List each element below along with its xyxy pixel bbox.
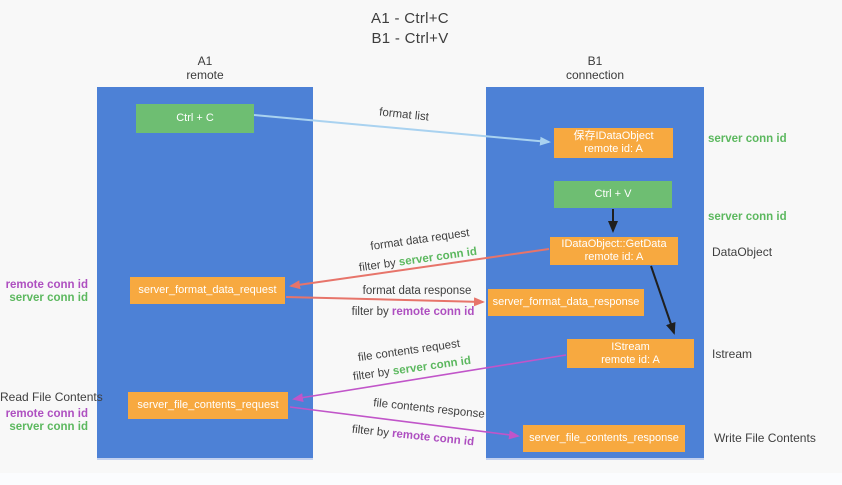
label-format-data-response: format data response: [362, 285, 472, 297]
node-istream-title: IStream: [611, 340, 650, 353]
remote-conn-id-text: remote conn id: [391, 306, 475, 318]
lane-a-name: remote: [186, 68, 224, 82]
lane-b-name: connection: [565, 68, 625, 82]
label-file-contents-response: file contents response: [372, 397, 486, 421]
label-filter-by-remote-conn-id-1: filter by remote conn id: [352, 306, 475, 318]
server-conn-id-text: server conn id: [398, 245, 478, 269]
filter-by-text: filter by: [352, 365, 394, 384]
node-server-format-data-response: server_format_data_response: [488, 289, 644, 316]
title-line-ctrl-v: B1 - Ctrl+V: [371, 30, 449, 47]
right-label-write-file-contents: Write File Contents: [714, 431, 816, 445]
node-save-idataobject: 保存IDataObject remote id: A: [554, 128, 673, 158]
left-label-server-conn-id-2: server conn id: [9, 421, 88, 433]
node-file-request-label: server_file_contents_request: [137, 399, 279, 411]
server-conn-id-text: server conn id: [392, 354, 472, 378]
node-server-file-contents-request: server_file_contents_request: [128, 392, 288, 419]
node-save-idataobject-title: 保存IDataObject: [573, 130, 654, 142]
node-ctrl-v: Ctrl + V: [554, 181, 672, 208]
filter-by-text: filter by: [351, 423, 393, 440]
lane-b-id: B1: [587, 54, 603, 68]
arrow-format-data-response: [285, 296, 485, 307]
left-label-remote-conn-id-1: remote conn id: [5, 279, 88, 291]
title-line-ctrl-c: A1 - Ctrl+C: [371, 10, 449, 27]
node-format-request-label: server_format_data_request: [138, 284, 277, 296]
left-label-server-conn-id-1: server conn id: [9, 292, 88, 304]
label-filter-by-remote-conn-id-2: filter by remote conn id: [351, 424, 474, 449]
footer-strip: [0, 473, 842, 485]
right-label-istream: Istream: [712, 347, 753, 361]
remote-conn-id-text: remote conn id: [391, 427, 475, 449]
node-idataobject-getdata: IDataObject::GetData remote id: A: [550, 237, 678, 265]
node-istream-remote-id: remote id: A: [601, 353, 660, 366]
lane-a-header: A1 remote: [97, 54, 313, 82]
node-save-idataobject-remote-id: remote id: A: [584, 143, 643, 155]
filter-by-text: filter by: [358, 256, 400, 275]
node-server-file-contents-response: server_file_contents_response: [523, 425, 685, 452]
left-label-read-file-contents: Read File Contents: [0, 390, 103, 404]
diagram-title: A1 - Ctrl+C B1 - Ctrl+V: [0, 9, 820, 49]
left-label-remote-conn-id-2: remote conn id: [5, 408, 88, 420]
node-getdata-remote-id: remote id: A: [584, 251, 644, 263]
label-format-list: format list: [378, 106, 430, 124]
node-file-response-label: server_file_contents_response: [529, 432, 679, 444]
node-istream: IStream remote id: A: [567, 339, 694, 368]
node-ctrl-v-label: Ctrl + V: [594, 188, 632, 200]
filter-by-text: filter by: [351, 306, 392, 318]
node-format-response-label: server_format_data_response: [492, 296, 640, 308]
node-getdata-title: IDataObject::GetData: [561, 238, 667, 250]
lane-a-id: A1: [197, 54, 213, 68]
lane-b-header: B1 connection: [486, 54, 704, 82]
right-label-server-conn-id-2: server conn id: [708, 211, 787, 223]
node-ctrl-c: Ctrl + C: [136, 104, 254, 133]
right-label-dataobject: DataObject: [712, 245, 773, 259]
node-ctrl-c-label: Ctrl + C: [176, 112, 214, 124]
node-server-format-data-request: server_format_data_request: [130, 277, 285, 304]
right-label-server-conn-id-1: server conn id: [708, 133, 787, 145]
